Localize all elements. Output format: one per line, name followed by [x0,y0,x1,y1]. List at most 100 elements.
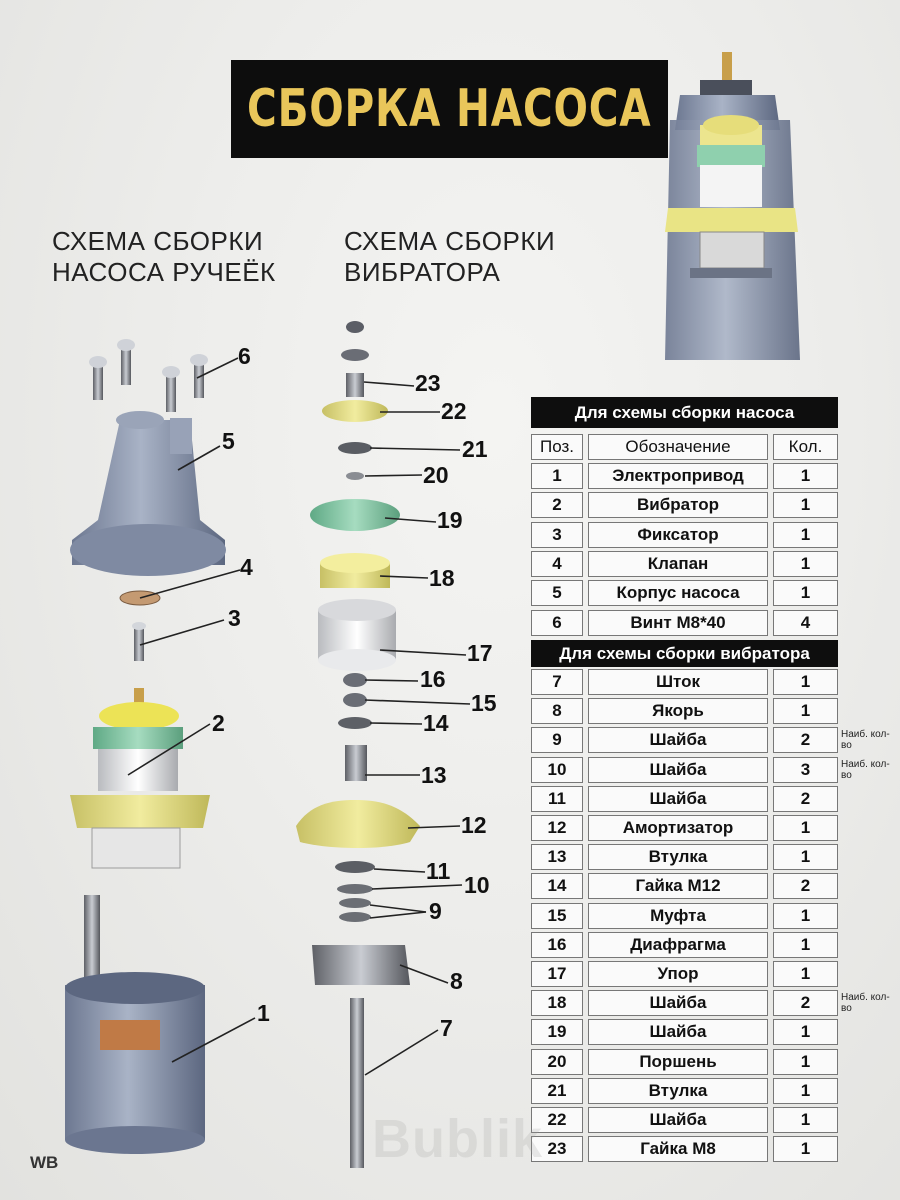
table-cell-pos: 14 [531,873,583,900]
table-cell-qty: 1 [773,669,838,695]
pump-parts [65,339,226,1154]
table-row-note: Наиб. кол-во [841,992,890,1015]
table-cell-pos: 16 [531,931,583,958]
vibrator-scheme-subtitle: СХЕМА СБОРКИ ВИБРАТОРА [344,226,555,288]
part-23 [346,373,364,397]
table-cell-pos: 2 [531,492,583,519]
table-cell-name: Фиксатор [588,521,768,548]
callout-4: 4 [240,554,253,580]
table-cell-qty: 4 [773,609,838,636]
table-cell-pos: 10 [531,756,583,783]
table-cell-qty: 2 [773,873,838,900]
table-cell-qty: 1 [773,463,838,489]
table-cell-name: Поршень [588,1048,768,1075]
table-cell-qty: 1 [773,698,838,725]
table-cell-pos: 20 [531,1048,583,1075]
pump-subtitle-line-1: СХЕМА СБОРКИ [52,226,264,256]
table-cell-pos: 15 [531,902,583,929]
table-cell-name: Шайба [588,756,768,783]
callout-6: 6 [238,343,251,369]
part-14 [338,717,372,729]
table-row-note: Наиб. кол-во [841,729,890,752]
callout-1: 1 [257,1000,270,1026]
table-cell-name: Шайба [588,727,768,754]
part-22 [322,400,388,422]
assembled-pump-image [665,52,800,360]
part-15 [343,693,367,707]
column-header-name: Обозначение [588,434,768,460]
table-cell-qty: 1 [773,902,838,929]
callout-10: 10 [464,872,490,898]
table-cell-qty: 1 [773,492,838,519]
table-cell-name: Шайба [588,990,768,1017]
pump-housing-part-5 [70,411,226,576]
table-cell-name: Шайба [588,1107,768,1133]
table-cell-qty: 1 [773,1048,838,1075]
callout-15: 15 [471,690,497,716]
table-cell-pos: 12 [531,815,583,841]
table-cell-name: Якорь [588,698,768,725]
table-cell-pos: 8 [531,698,583,725]
part-8 [312,945,410,985]
vibrator-subtitle-line-2: ВИБРАТОРА [344,257,501,287]
callout-5: 5 [222,428,235,454]
part-18 [320,563,390,588]
callout-17: 17 [467,640,493,666]
table-cell-name: Шайба [588,785,768,812]
table-cell-name: Вибратор [588,492,768,519]
vibrator-parts [296,321,420,1168]
part-17 [318,610,396,660]
pump-table-header: Для схемы сборки насоса [531,397,838,428]
table-cell-name: Корпус насоса [588,580,768,607]
part-16 [343,673,367,687]
callout-21: 21 [462,436,488,462]
table-cell-pos: 22 [531,1107,583,1133]
column-header-qty: Кол. [773,434,838,460]
pump-subtitle-line-2: НАСОСА РУЧЕЁК [52,257,276,287]
callout-11: 11 [426,858,451,884]
table-cell-pos: 4 [531,550,583,577]
table-cell-pos: 19 [531,1019,583,1046]
part-washer-top [341,349,369,361]
part-9b [339,912,371,922]
table-cell-name: Шток [588,669,768,695]
wb-logo: WB [30,1153,59,1172]
table-cell-pos: 9 [531,727,583,754]
callout-12: 12 [461,812,487,838]
table-cell-qty: 1 [773,961,838,987]
table-cell-pos: 17 [531,961,583,987]
table-cell-qty: 2 [773,785,838,812]
fixator-part-3 [132,622,146,661]
callout-19: 19 [437,507,463,533]
table-cell-qty: 1 [773,550,838,577]
vibrator-table-header: Для схемы сборки вибратора [531,640,838,667]
callout-16: 16 [420,666,446,692]
valve-part-4 [119,590,161,606]
part-20 [346,472,364,480]
callout-7: 7 [440,1015,453,1041]
callout-20: 20 [423,462,449,488]
column-header-pos: Поз. [531,434,583,460]
screws-part-6 [89,339,208,412]
table-cell-name: Упор [588,961,768,987]
table-cell-qty: 1 [773,1019,838,1046]
part-10 [337,884,373,894]
table-cell-qty: 2 [773,727,838,754]
table-cell-qty: 3 [773,756,838,783]
part-21 [338,442,372,454]
part-12 [296,800,420,848]
table-cell-name: Гайка М8 [588,1136,768,1163]
table-cell-name: Винт М8*40 [588,609,768,636]
part-23-top-nut [346,321,364,333]
table-cell-name: Клапан [588,550,768,577]
table-cell-name: Втулка [588,844,768,871]
vibrator-subtitle-line-1: СХЕМА СБОРКИ [344,226,556,256]
table-cell-qty: 1 [773,815,838,841]
callout-2: 2 [212,710,225,736]
table-cell-qty: 1 [773,521,838,548]
table-cell-pos: 18 [531,990,583,1017]
callout-3: 3 [228,605,241,631]
table-cell-name: Диафрагма [588,931,768,958]
table-cell-qty: 1 [773,1107,838,1133]
callout-23: 23 [415,370,441,396]
